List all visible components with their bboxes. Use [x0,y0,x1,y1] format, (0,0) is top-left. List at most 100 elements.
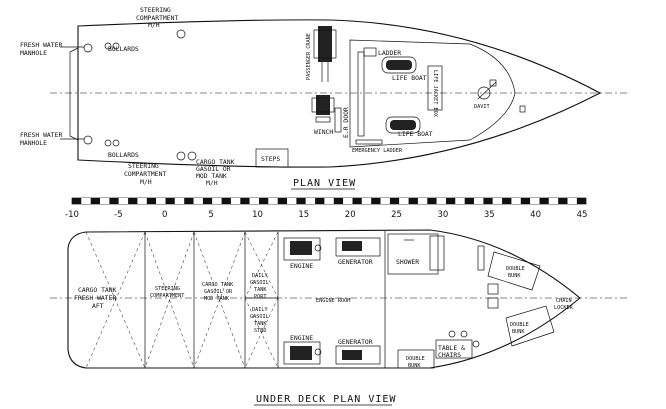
scale-tick-label: 0 [162,210,167,220]
scale-cell [361,198,372,204]
under-deck-view: CARGO TANK FRESH WATER AFT STEERING COMP… [50,229,630,406]
scale-tick-label: 45 [577,210,588,220]
label-winch: WINCH [314,128,333,136]
label-daily-stbd-2: GASOIL [250,314,269,320]
label-life-jacket-box: LIFE JACKET BOX [432,70,438,118]
scale-cell [502,198,512,204]
scale-tick-label: -10 [65,210,79,220]
scale-cell [240,198,250,204]
label-davit: DAVIT [474,104,490,110]
label-cargo-gasoil-3: MOD TANK [204,296,230,302]
scale-cell [230,198,241,204]
label-daily-port-2: GASOIL [250,280,269,286]
double-bunk-3-outline [397,349,435,369]
label-bunk1-1: DOUBLE [506,266,525,272]
scale-cell [146,198,157,204]
scale-tick-label: 30 [437,210,448,220]
label-steering-comp-1: STEERING [155,286,180,292]
bollard-top-a [104,42,112,50]
scale-cell [539,198,549,204]
manhole-bottom [83,135,93,145]
generator-top-block [342,241,362,251]
label-bollards-bottom: BOLLARDS [108,151,139,159]
label-daily-port-4: PORT [254,294,267,300]
scale-cell [399,198,409,204]
scale-cell [81,198,91,204]
chair-b [460,330,468,338]
label-engine-top: ENGINE [290,262,313,270]
scale-cell [100,198,110,204]
scale-cell [464,198,475,204]
label-cargo-tank-2: GASOIL OR [196,165,231,173]
label-fresh-water-top-2: MANHOLE [20,49,47,57]
scale-cell [417,198,428,204]
chair-a [448,330,456,338]
label-fresh-water-top-1: FRESH WATER [20,41,62,49]
under-deck-hull-outline [67,229,581,369]
scale-bar-cells [72,198,586,204]
scale-cell [165,198,175,204]
label-chain-1: CHAIN [556,298,572,304]
scale-cell [371,198,381,204]
scale-cell [184,198,194,204]
scale-cell [174,198,185,204]
scale-cell [520,198,531,204]
label-daily-stbd-4: STBD [254,328,267,334]
scale-cell [221,198,231,204]
scale-tick-label: 10 [252,210,263,220]
scale-cell [249,198,259,204]
label-steering-comp-2: COMPARTMENT [150,293,184,299]
er-door [334,107,342,133]
label-life-boat-bottom: LIFE BOAT [398,130,433,138]
label-steering-top-2: COMPARTMENT [136,14,178,22]
ladder-box [363,47,377,57]
scale-cell [343,198,353,204]
scale-cell [492,198,503,204]
label-generator-top: GENERATOR [338,258,373,266]
scale-cell [287,198,297,204]
scale-cell [128,198,138,204]
scale-cell [315,198,325,204]
label-table-1: TABLE & [438,344,465,352]
scale-cell [137,198,147,204]
label-daily-stbd-1: DAILY [252,307,268,313]
label-cargo-fresh-1: CARGO TANK [78,286,117,294]
scale-cell [193,198,203,204]
scale-cell [72,198,82,204]
label-daily-stbd-3: TANK [254,321,267,327]
scale-cell [408,198,418,204]
plan-hull-outline [77,19,602,168]
label-steering-top-3: M/H [148,21,160,29]
label-generator-bottom: GENERATOR [338,338,373,346]
label-shower: SHOWER [396,258,419,266]
bollard-bottom-b [112,139,120,147]
scale-cell [427,198,437,204]
scale-cell [212,198,222,204]
label-cargo-tank-4: M/H [206,179,218,187]
davit [477,79,497,100]
scale-cell [474,198,484,204]
tank1-diag-b [85,231,146,369]
double-bunk-2-outline [505,305,555,347]
life-boat-top [381,56,417,74]
steering-manhole-bottom [176,151,186,161]
scale-cell [296,198,306,204]
scale-cell [436,198,446,204]
label-engine-bottom: ENGINE [290,334,313,342]
table-chairs-outline [435,339,473,359]
label-cargo-gasoil-1: CARGO TANK [202,282,234,288]
scale-cell [389,198,400,204]
scale-tick-label: 5 [208,210,213,220]
scale-cell [511,198,521,204]
tank5-diag-b [244,297,279,369]
scale-cell [576,198,586,204]
scale-cell [567,198,577,204]
plan-transom-detail [69,47,79,141]
hatch-box-b [487,297,499,309]
label-cargo-tank-3: MOD TANK [196,172,227,180]
scale-tick-label: -5 [114,210,122,220]
generator-top [335,237,381,257]
